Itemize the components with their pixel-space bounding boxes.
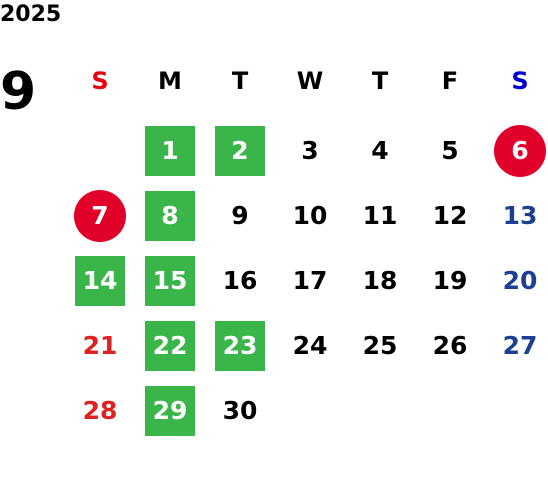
- calendar-day-cell: 19: [415, 248, 485, 313]
- calendar-day-cell: 21: [65, 313, 135, 378]
- calendar-day-cell: 6: [485, 118, 548, 183]
- calendar-day-cell: 28: [65, 378, 135, 443]
- day-number: 19: [432, 266, 468, 295]
- day-number: 10: [292, 201, 328, 230]
- closed-day-marker: 15: [145, 255, 195, 306]
- day-number: 16: [222, 266, 258, 295]
- calendar-day-cell: 27: [485, 313, 548, 378]
- weekday-header-friday: F: [441, 66, 459, 95]
- calendar-day-cell: 8: [135, 183, 205, 248]
- calendar-day-cell: 23: [205, 313, 275, 378]
- day-number: 26: [432, 331, 468, 360]
- calendar-day-cell: 15: [135, 248, 205, 313]
- closed-day-marker: 22: [145, 320, 195, 371]
- day-number: 4: [371, 136, 389, 165]
- calendar-day-cell: 20: [485, 248, 548, 313]
- closed-day-marker: 2: [215, 125, 265, 176]
- day-number: 25: [362, 331, 398, 360]
- day-number: 17: [292, 266, 328, 295]
- calendar-year: 2025: [0, 2, 62, 27]
- day-number: 13: [502, 201, 538, 230]
- calendar-day-cell: 2: [205, 118, 275, 183]
- calendar-day-cell: 13: [485, 183, 548, 248]
- calendar-day-cell: 12: [415, 183, 485, 248]
- calendar-day-cell: 24: [275, 313, 345, 378]
- holiday-day-marker: 7: [74, 189, 126, 242]
- calendar-day-cell: 17: [275, 248, 345, 313]
- calendar-day-cell: 25: [345, 313, 415, 378]
- calendar-day-cell: 3: [275, 118, 345, 183]
- weekday-header-thursday: T: [371, 66, 389, 95]
- closed-day-marker: 8: [145, 190, 195, 241]
- calendar-day-cell: 22: [135, 313, 205, 378]
- weekday-header-tuesday: T: [231, 66, 249, 95]
- day-number: 11: [362, 201, 398, 230]
- day-number: 20: [502, 266, 538, 295]
- closed-day-marker: 14: [75, 255, 125, 306]
- day-number: 21: [82, 331, 118, 360]
- closed-day-marker: 23: [215, 320, 265, 371]
- day-number: 28: [82, 396, 118, 425]
- day-number: 24: [292, 331, 328, 360]
- calendar-month: 9: [0, 62, 37, 122]
- closed-day-marker: 1: [145, 125, 195, 176]
- calendar-day-cell: 11: [345, 183, 415, 248]
- calendar-day-cell: 4: [345, 118, 415, 183]
- weekday-header-monday: M: [158, 66, 182, 95]
- weekday-header-wednesday: W: [296, 66, 324, 95]
- weekday-header-sunday: S: [91, 66, 109, 95]
- day-number: 12: [432, 201, 468, 230]
- closed-day-marker: 29: [145, 385, 195, 436]
- calendar-day-cell: 30: [205, 378, 275, 443]
- calendar-day-cell: 18: [345, 248, 415, 313]
- day-number: 3: [301, 136, 319, 165]
- calendar-day-cell: 9: [205, 183, 275, 248]
- calendar-day-cell: 26: [415, 313, 485, 378]
- calendar-day-cell: 5: [415, 118, 485, 183]
- day-number: 18: [362, 266, 398, 295]
- day-number: 5: [441, 136, 459, 165]
- calendar-day-cell: 14: [65, 248, 135, 313]
- calendar-day-cell: 1: [135, 118, 205, 183]
- day-number: 9: [231, 201, 249, 230]
- holiday-day-marker: 6: [494, 124, 546, 177]
- calendar-day-cell: 29: [135, 378, 205, 443]
- calendar-day-cell: 10: [275, 183, 345, 248]
- weekday-header-saturday: S: [511, 66, 529, 95]
- day-number: 30: [222, 396, 258, 425]
- day-number: 27: [502, 331, 538, 360]
- calendar-day-cell: 16: [205, 248, 275, 313]
- calendar-day-cell: 7: [65, 183, 135, 248]
